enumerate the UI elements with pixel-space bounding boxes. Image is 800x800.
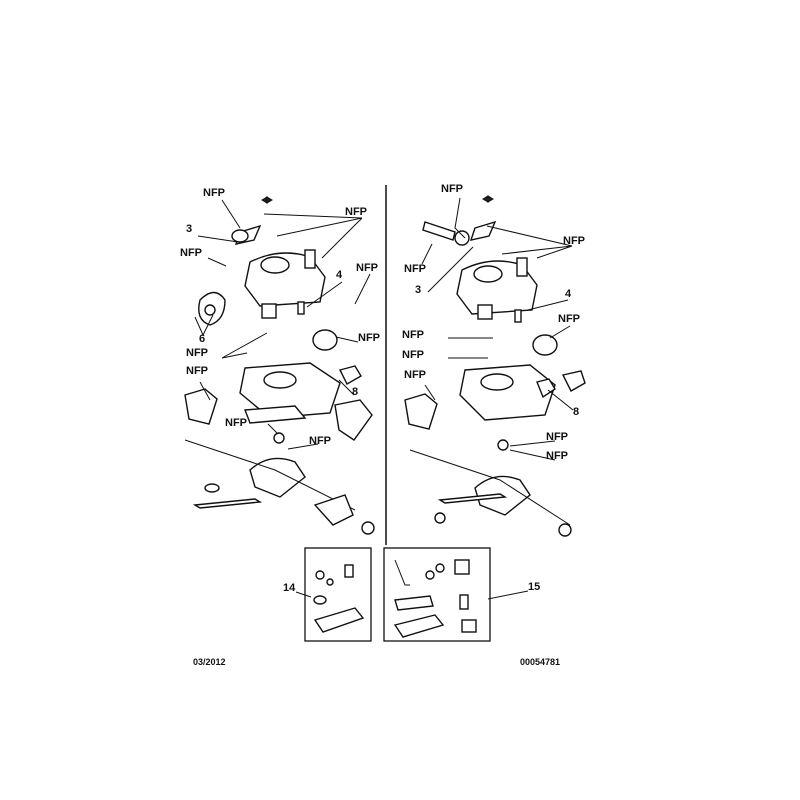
callout-nfp: NFP: [345, 206, 367, 218]
callout-nfp: NFP: [546, 450, 568, 462]
callout-nfp: NFP: [203, 187, 225, 199]
callout-3: 3: [186, 223, 193, 235]
double-arrow-icon: [482, 195, 494, 203]
callout-14: 14: [283, 582, 296, 594]
callout-15: 15: [528, 581, 541, 593]
callout-4: 4: [565, 288, 572, 300]
callout-nfp: NFP: [402, 349, 424, 361]
kit-15-box: [383, 547, 491, 642]
diagram-date: 03/2012: [193, 657, 226, 667]
callout-nfp: NFP: [309, 435, 331, 447]
kit-14-box: [304, 547, 372, 642]
leader-lines: [194, 197, 574, 600]
callout-nfp: NFP: [180, 247, 202, 259]
callout-nfp: NFP: [225, 417, 247, 429]
left-carburettor: [184, 224, 375, 535]
callout-3: 3: [415, 284, 422, 296]
callout-nfp: NFP: [546, 431, 568, 443]
callout-4: 4: [336, 269, 343, 281]
callout-nfp: NFP: [404, 369, 426, 381]
double-arrow-icon: [261, 196, 273, 204]
callout-nfp: NFP: [186, 365, 208, 377]
right-carburettor: [404, 220, 586, 537]
callout-8: 8: [573, 406, 580, 418]
callout-6: 6: [199, 333, 206, 345]
diagram-reference: 00054781: [520, 657, 561, 667]
callout-nfp: NFP: [563, 235, 585, 247]
callout-nfp: NFP: [186, 347, 208, 359]
callout-nfp: NFP: [404, 263, 426, 275]
callout-nfp: NFP: [358, 332, 380, 344]
callout-8: 8: [352, 386, 359, 398]
callout-nfp: NFP: [356, 262, 378, 274]
callout-nfp: NFP: [558, 313, 580, 325]
callout-nfp: NFP: [441, 183, 463, 195]
callout-nfp: NFP: [402, 329, 424, 341]
